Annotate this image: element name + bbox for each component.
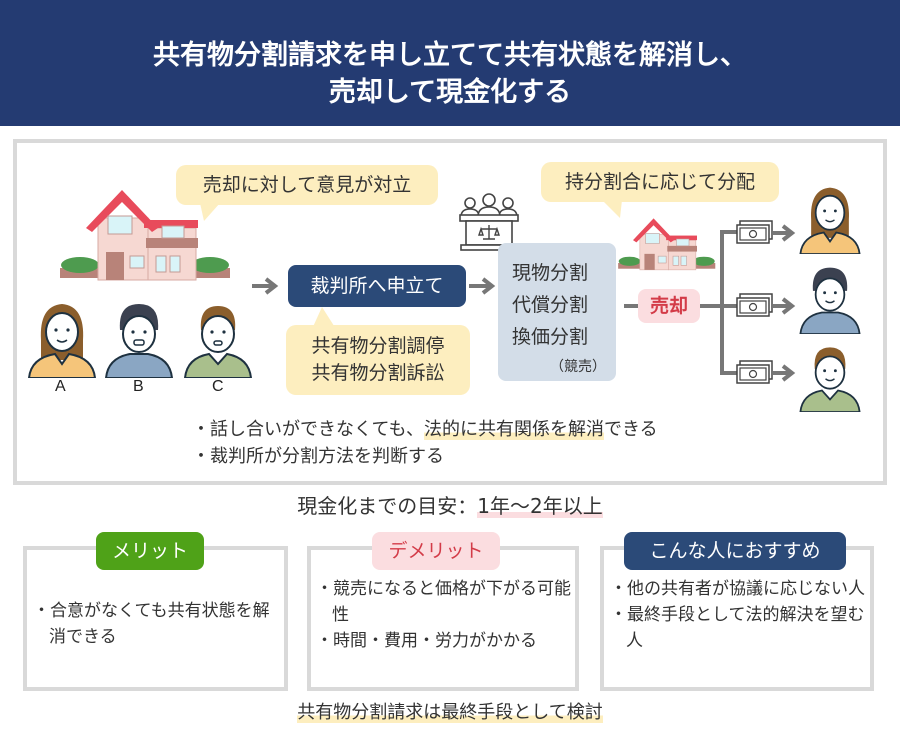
procedure-lawsuit: 共有物分割訴訟 bbox=[311, 362, 445, 384]
merit-item: ・合意がなくても共有状態を解消できる bbox=[33, 601, 270, 647]
merit-tag: メリット bbox=[96, 532, 204, 570]
header-banner: 共有物分割請求を申し立てて共有状態を解消し、 売却して現金化する bbox=[0, 0, 900, 126]
conflict-bubble-tail bbox=[200, 203, 220, 221]
owner-c-avatar bbox=[183, 306, 253, 378]
distribute-bubble-tail bbox=[602, 200, 622, 218]
demerit-tag: デメリット bbox=[372, 532, 500, 570]
method-auction-note: （競売） bbox=[550, 359, 606, 375]
owner-a-avatar bbox=[27, 304, 97, 378]
key-point-text: できる bbox=[604, 419, 658, 440]
recipient-b-avatar bbox=[799, 267, 861, 334]
arrow-right-icon bbox=[773, 224, 796, 242]
procedure-mediation: 共有物分割調停 bbox=[311, 335, 445, 357]
title-line-1: 共有物分割請求を申し立てて共有状態を解消し、 bbox=[153, 40, 747, 71]
key-point: ・裁判所が分割方法を判断する bbox=[192, 443, 658, 470]
money-icon bbox=[736, 293, 773, 317]
footer-note: 共有物分割請求は最終手段として検討 bbox=[0, 698, 900, 724]
footer-text: 共有物分割請求は最終手段として検討 bbox=[297, 702, 603, 723]
small-house-icon bbox=[618, 218, 716, 271]
procedures-bubble: 共有物分割調停 共有物分割訴訟 bbox=[286, 325, 470, 395]
conflict-bubble: 売却に対して意見が対立 bbox=[176, 165, 438, 205]
recommend-tag: こんな人におすすめ bbox=[624, 532, 846, 570]
owner-a-label: A bbox=[55, 378, 66, 395]
demerit-list: ・競売になると価格が下がる可能性 ・時間・費用・労力がかかる bbox=[316, 576, 574, 654]
timeline-label: 現金化までの目安： bbox=[297, 494, 478, 518]
distribute-bubble: 持分割合に応じて分配 bbox=[541, 162, 779, 202]
method-in-kind: 現物分割 bbox=[512, 262, 589, 284]
recipient-c-avatar bbox=[799, 347, 861, 412]
procedures-bubble-tail bbox=[312, 307, 336, 329]
key-point-text: ・裁判所が分割方法を判断する bbox=[192, 446, 444, 467]
timeline-value: 1年〜2年以上 bbox=[477, 494, 603, 518]
recipient-a-avatar bbox=[799, 187, 861, 254]
sell-connector-line bbox=[624, 304, 640, 308]
key-point-highlight: 法的に共有関係を解消 bbox=[424, 419, 605, 440]
owner-b-label: B bbox=[133, 378, 144, 395]
recommend-card bbox=[600, 546, 874, 691]
money-icon bbox=[736, 360, 773, 384]
demerit-item: ・競売になると価格が下がる可能性 bbox=[316, 579, 571, 625]
distribution-branch-lines bbox=[700, 230, 740, 375]
key-point-text: ・話し合いができなくても、 bbox=[192, 419, 425, 440]
key-point: ・話し合いができなくても、法的に共有関係を解消できる bbox=[192, 416, 658, 443]
method-compensation: 代償分割 bbox=[512, 294, 589, 316]
recommend-item: ・最終手段として法的解決を望む人 bbox=[610, 605, 865, 651]
conflict-bubble-text: 売却に対して意見が対立 bbox=[202, 174, 412, 196]
timeline-estimate: 現金化までの目安：1年〜2年以上 bbox=[0, 490, 900, 519]
owner-b-avatar bbox=[104, 304, 174, 378]
arrow-right-icon bbox=[773, 364, 796, 382]
division-methods-box: 現物分割 代償分割 換価分割 （競売） bbox=[498, 243, 616, 381]
money-icon bbox=[736, 220, 773, 244]
demerit-card bbox=[307, 546, 579, 691]
recommend-list: ・他の共有者が協議に応じない人 ・最終手段として法的解決を望む人 bbox=[610, 576, 868, 654]
court-judges-icon bbox=[459, 193, 519, 251]
recommend-item: ・他の共有者が協議に応じない人 bbox=[610, 579, 865, 599]
arrow-right-icon bbox=[252, 277, 279, 295]
merit-list: ・合意がなくても共有状態を解消できる bbox=[33, 598, 283, 650]
title-line-2: 売却して現金化する bbox=[328, 77, 572, 108]
sell-tag: 売却 bbox=[638, 289, 700, 323]
arrow-right-icon bbox=[773, 297, 796, 315]
key-points: ・話し合いができなくても、法的に共有関係を解消できる ・裁判所が分割方法を判断す… bbox=[192, 416, 658, 470]
owner-c-label: C bbox=[212, 378, 224, 395]
distribute-bubble-text: 持分割合に応じて分配 bbox=[564, 171, 755, 193]
demerit-item: ・時間・費用・労力がかかる bbox=[316, 631, 537, 651]
house-icon bbox=[60, 190, 230, 281]
merit-card bbox=[23, 546, 288, 691]
court-petition-box: 裁判所へ申立て bbox=[288, 265, 466, 307]
method-auction: 換価分割 bbox=[512, 326, 589, 348]
arrow-right-icon bbox=[469, 277, 496, 295]
